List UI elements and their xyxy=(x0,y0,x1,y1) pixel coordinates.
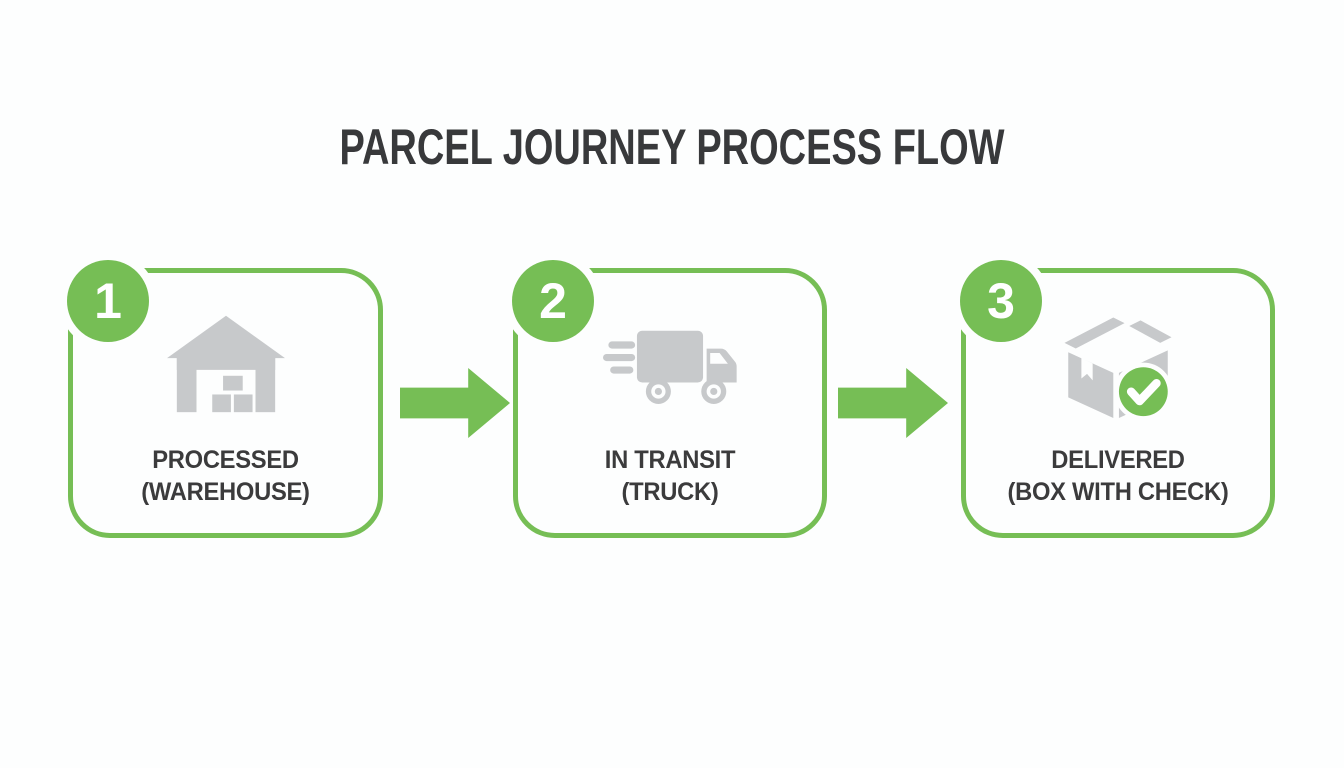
step-card-delivered: 3 DELIVERED (BOX WITH CHECK) xyxy=(960,260,1275,538)
step-card-processed: 1 PROCESSED (WAREHOUSE) xyxy=(67,260,383,538)
step-label-block: IN TRANSIT (TRUCK) xyxy=(526,444,815,508)
step-sublabel: (WAREHOUSE) xyxy=(141,478,310,506)
box-with-check-icon xyxy=(966,305,1270,423)
step-number: 1 xyxy=(94,273,122,329)
warehouse-icon xyxy=(73,313,378,413)
flow-arrow-right-icon xyxy=(400,368,510,438)
page-title: PARCEL JOURNEY PROCESS FLOW xyxy=(339,119,1005,175)
step-number: 3 xyxy=(987,273,1015,329)
step-number-badge: 3 xyxy=(960,260,1042,342)
step-label: DELIVERED xyxy=(1051,446,1185,474)
step-sublabel: (TRUCK) xyxy=(621,478,719,506)
step-number-badge: 1 xyxy=(67,260,149,342)
step-number-badge: 2 xyxy=(512,260,594,342)
truck-icon xyxy=(518,323,822,409)
flow-arrow-right-icon xyxy=(838,368,948,438)
step-label-block: DELIVERED (BOX WITH CHECK) xyxy=(974,444,1263,508)
step-card-in-transit: 2 IN TRANSIT (TRUC xyxy=(512,260,827,538)
step-label: PROCESSED xyxy=(152,446,299,474)
step-number: 2 xyxy=(539,273,567,329)
step-label: IN TRANSIT xyxy=(604,446,736,474)
step-sublabel: (BOX WITH CHECK) xyxy=(1007,478,1229,506)
step-label-block: PROCESSED (WAREHOUSE) xyxy=(81,444,371,508)
